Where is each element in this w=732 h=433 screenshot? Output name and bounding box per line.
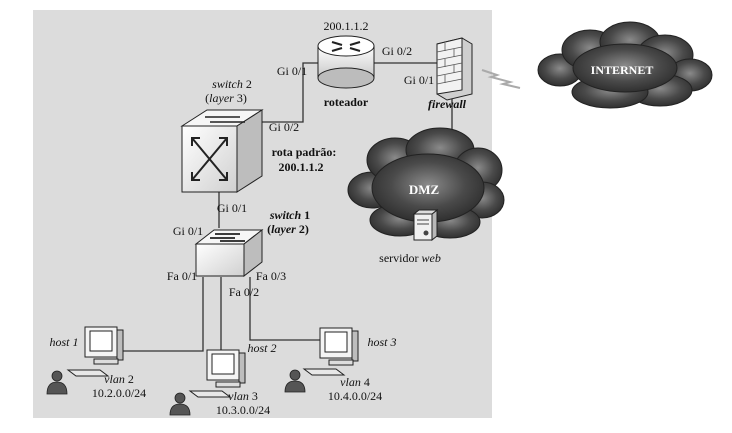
router-ip: 200.1.1.2 [324, 19, 369, 33]
switch2-port-top: Gi 0/2 [269, 120, 299, 134]
host3-vlan: vlan 4 [340, 375, 370, 389]
switch2-route-line1: rota padrão: [272, 145, 337, 159]
firewall-name: firewall [428, 97, 467, 111]
switch1-port-fa3: Fa 0/3 [256, 269, 286, 283]
host-1: host 1 vlan 2 10.2.0.0/24 [46, 326, 146, 400]
user-icon [284, 369, 306, 393]
link-switch2-router [262, 62, 318, 123]
host-3: host 3 vlan 4 10.4.0.0/24 [284, 327, 397, 403]
computer-icon [188, 349, 246, 398]
wan-link-icon [481, 69, 521, 89]
user-icon [169, 392, 191, 416]
computer-icon [302, 327, 359, 376]
firewall-port: Gi 0/1 [404, 73, 434, 87]
switch2-subtitle: (layer 3) [205, 91, 247, 105]
switch-1: switch 1 (layer 2) Gi 0/1 Fa 0/1 Fa 0/3 … [167, 208, 310, 299]
layer3-switch-icon [180, 109, 264, 193]
firewall: Gi 0/1 firewall [404, 37, 473, 111]
link-switch1-host3 [249, 277, 320, 341]
router-icon [317, 35, 375, 89]
switch1-title: switch 1 [269, 208, 310, 222]
dmz-label: DMZ [409, 182, 440, 197]
router-name: roteador [324, 95, 369, 109]
switch1-port-fa2: Fa 0/2 [229, 285, 259, 299]
switch2-port-bottom: Gi 0/1 [217, 201, 247, 215]
switch1-port-fa1: Fa 0/1 [167, 269, 197, 283]
host3-name: host 3 [367, 335, 396, 349]
internet-label: INTERNET [591, 63, 654, 77]
switch1-port-top: Gi 0/1 [173, 224, 203, 238]
dmz-cloud: DMZ servidor web [347, 127, 505, 265]
host2-name: host 2 [247, 341, 276, 355]
computer-icon [66, 326, 124, 377]
host2-vlan: vlan 3 [228, 389, 258, 403]
link-switch1-host1 [122, 277, 204, 352]
router-port-right: Gi 0/2 [382, 44, 412, 58]
layer2-switch-icon [194, 228, 264, 278]
server-icon [412, 208, 439, 242]
switch2-title: switch 2 [212, 77, 252, 91]
host-2: host 2 vlan 3 10.3.0.0/24 [169, 341, 277, 417]
router-port-left: Gi 0/1 [277, 64, 307, 78]
host1-subnet: 10.2.0.0/24 [92, 386, 146, 400]
switch2-route-line2: 200.1.1.2 [279, 160, 324, 174]
switch-2: switch 2 (layer 3) Gi 0/2 rota padrão: 2… [180, 77, 337, 215]
cloud-icon [537, 21, 713, 109]
internet-cloud: INTERNET [537, 21, 713, 109]
host2-subnet: 10.3.0.0/24 [216, 403, 270, 417]
firewall-icon [436, 37, 473, 101]
connections [122, 62, 453, 352]
switch1-subtitle: (layer 2) [267, 222, 309, 236]
user-icon [46, 370, 68, 395]
host1-name: host 1 [49, 335, 78, 349]
router: 200.1.1.2 Gi 0/1 Gi 0/2 roteador [277, 19, 412, 109]
host3-subnet: 10.4.0.0/24 [328, 389, 382, 403]
server-label: servidor web [379, 251, 441, 265]
host1-vlan: vlan 2 [104, 372, 134, 386]
